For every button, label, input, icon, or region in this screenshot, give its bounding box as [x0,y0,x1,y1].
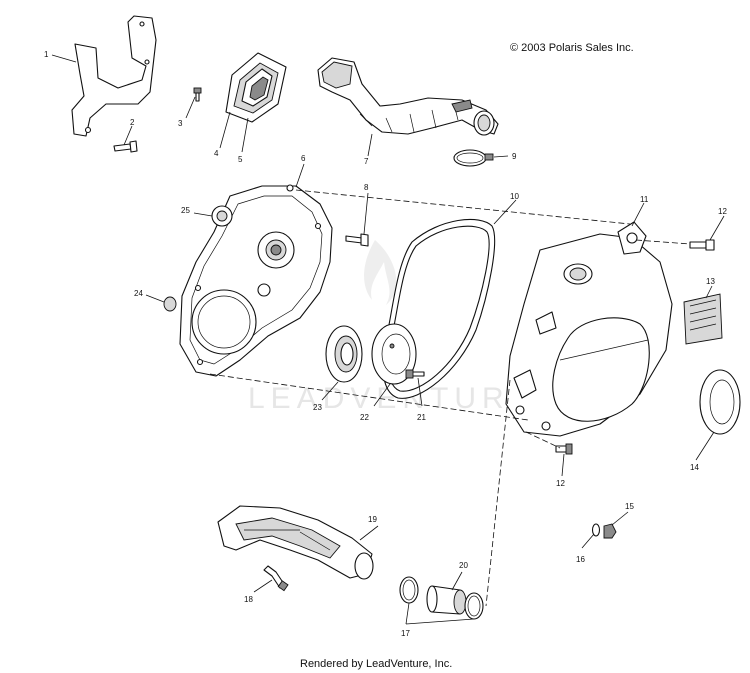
callout-14: 14 [690,463,699,472]
leader-lines [51,54,725,625]
part-1-bracket [71,15,157,137]
callout-16: 16 [576,555,585,564]
callout-8: 8 [364,183,369,192]
part-21-screw [405,369,425,379]
callout-5: 5 [238,155,243,164]
part-19-lower-duct [217,505,374,580]
part-6-inner-cover [179,184,333,377]
callout-23: 23 [313,403,322,412]
part-8-bolt [345,233,369,247]
part-12-screw-bottom [555,443,573,455]
part-12-screw-top [689,239,715,251]
callout-12-top: 12 [718,207,727,216]
callout-10: 10 [510,192,519,201]
copyright-text: © 2003 Polaris Sales Inc. [510,42,634,54]
callout-labels: 1 2 3 4 5 6 7 8 9 10 11 12 12 13 14 15 1… [44,50,727,638]
part-18-bolt [263,565,289,592]
callout-25: 25 [181,206,190,215]
callout-4: 4 [214,149,219,158]
part-2-bolt [113,140,138,153]
callout-19: 19 [368,515,377,524]
part-24-plug [163,296,177,312]
part-16-washer [591,523,601,537]
callout-12-bottom: 12 [556,479,565,488]
part-13-decal [683,293,723,345]
callout-15: 15 [625,502,634,511]
part-20-coupler [426,585,467,615]
part-11-outer-cover [505,221,673,437]
callout-13: 13 [706,277,715,286]
callout-21: 21 [417,413,426,422]
callout-9: 9 [512,152,517,161]
callout-1: 1 [44,50,49,59]
part-4-5-intake-boot [225,52,287,123]
part-17-clamp-left [399,576,419,604]
callout-17: 17 [401,629,410,638]
callout-11: 11 [640,195,649,204]
alignment-lines [209,189,691,607]
part-7-intake-duct [317,57,499,136]
part-23-seal [325,325,363,383]
callout-3: 3 [178,119,183,128]
part-3-screw [193,87,202,102]
part-22-plate [371,323,417,385]
callout-24: 24 [134,289,143,298]
callout-6: 6 [301,154,306,163]
callout-2: 2 [130,118,135,127]
part-9-clamp [453,149,494,167]
part-17-clamp-right [464,592,484,620]
part-14-gasket [699,369,741,435]
callout-18: 18 [244,595,253,604]
callout-7: 7 [364,157,369,166]
callout-22: 22 [360,413,369,422]
part-15-nut [603,523,617,539]
callout-20: 20 [459,561,468,570]
footer-text: Rendered by LeadVenture, Inc. [300,658,452,670]
